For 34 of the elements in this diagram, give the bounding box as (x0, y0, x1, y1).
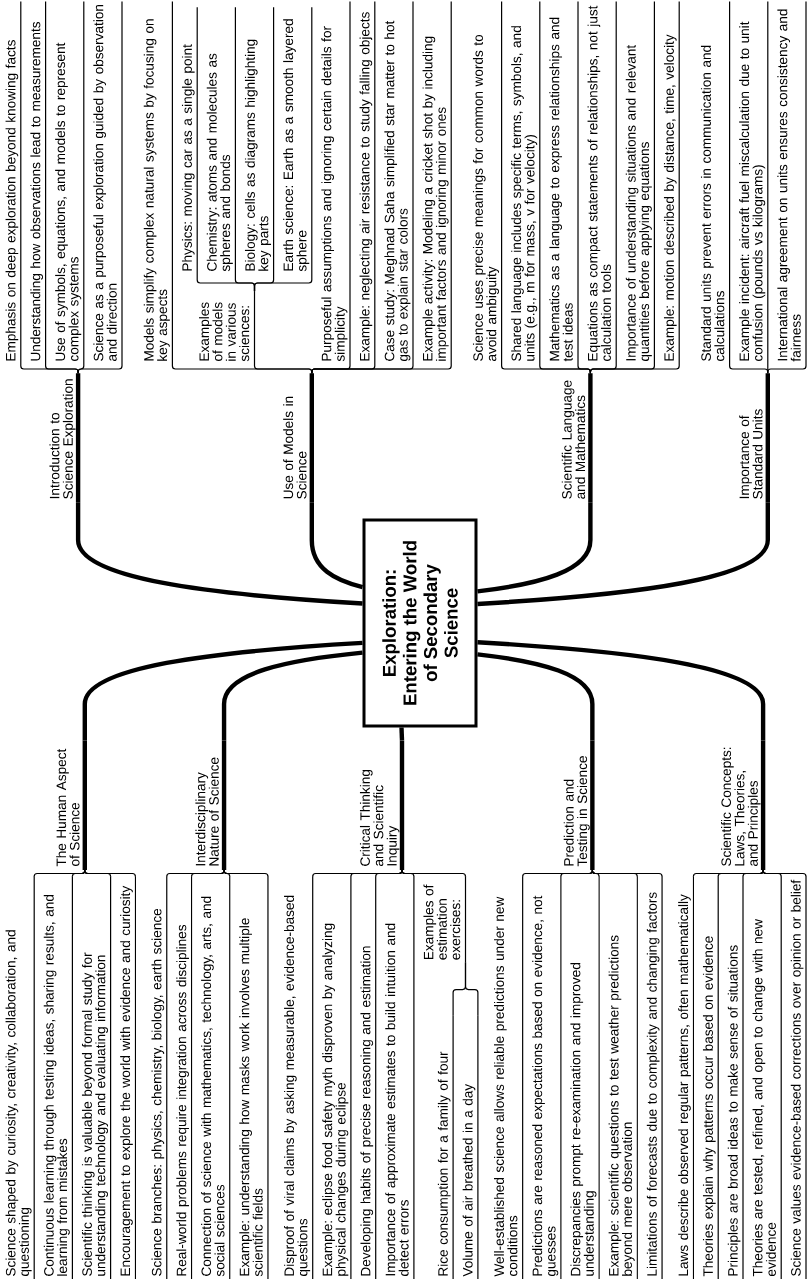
bracket-connector (71, 869, 86, 878)
bracket-connector (464, 962, 479, 1017)
branch-connector (82, 640, 363, 741)
bracket-connector (223, 869, 231, 878)
bracket-connector (253, 363, 313, 374)
bracket-connector (762, 869, 807, 878)
bracket-connector (577, 363, 591, 374)
bracket-connector (560, 869, 593, 878)
bracket-connector (729, 363, 769, 374)
bracket-connector (253, 273, 313, 292)
bracket-connector (77, 363, 85, 374)
bracket-connector (742, 869, 764, 878)
branch-connector (399, 727, 405, 741)
branch-connector (75, 502, 363, 606)
bracket-connector (591, 869, 663, 878)
bracket-connector (45, 363, 79, 374)
bracket-connector (84, 869, 136, 878)
bracket-connector (401, 869, 467, 878)
bracket-connector (375, 869, 403, 878)
bracket-connector (767, 363, 807, 374)
branch-connector (309, 502, 364, 590)
bracket-connector (589, 363, 680, 374)
bracket-connector (223, 869, 269, 878)
branch-connector (477, 640, 766, 741)
bracket-connector (767, 363, 769, 374)
bracket-connector (190, 869, 225, 878)
bracket-connector (591, 869, 600, 878)
bracket-connector (311, 363, 452, 374)
branch-connector (477, 502, 770, 607)
branch-connector (221, 650, 363, 741)
bracket-connector (77, 363, 123, 374)
branch-connector (477, 502, 593, 594)
branch-connector (477, 652, 595, 741)
main-topic-box: Exploration: Entering the World of Secondary Science (362, 518, 478, 728)
